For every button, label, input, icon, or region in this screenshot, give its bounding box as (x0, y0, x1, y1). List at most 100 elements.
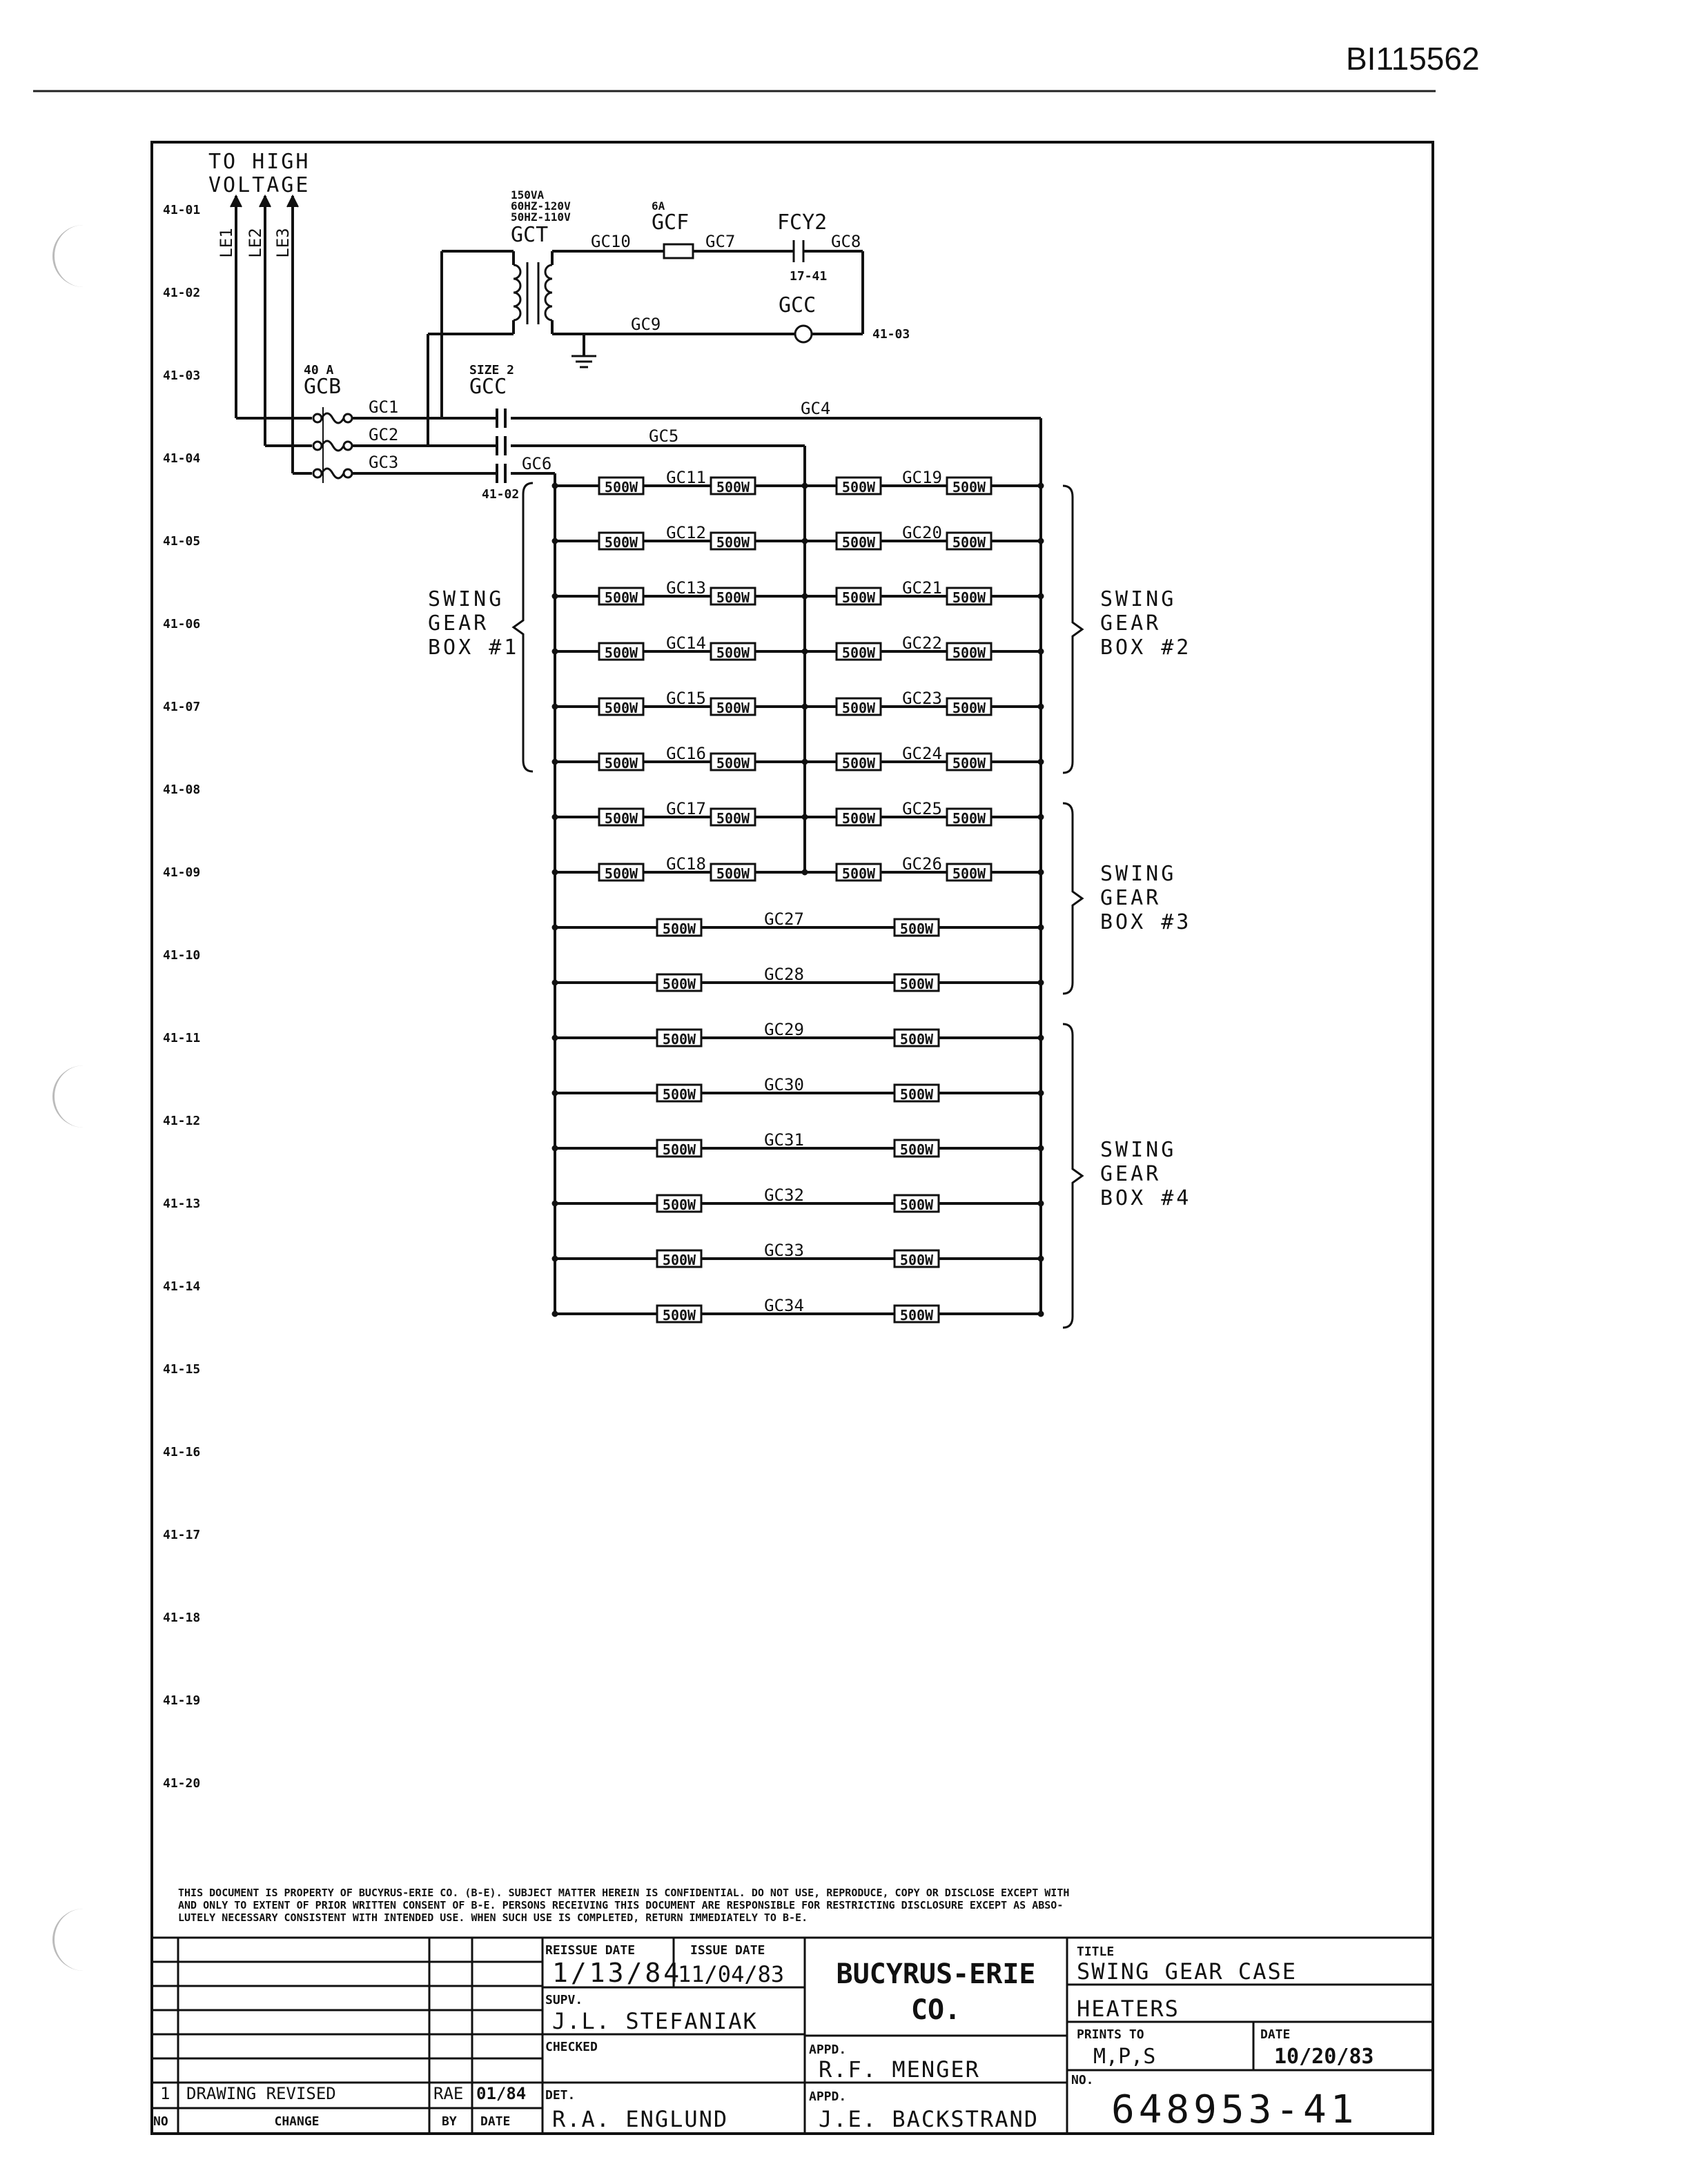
heater-rating: 500W (952, 865, 986, 882)
wire-label: GC6 (522, 454, 551, 473)
prints-to-label: PRINTS TO (1077, 2027, 1144, 2042)
junction-dot (551, 758, 558, 765)
reissue-date: 1/13/84 (552, 1958, 682, 1988)
to-high-voltage-label: TO HIGH (208, 150, 310, 174)
heater-circuit-label: GC25 (902, 799, 942, 818)
heater-resistor (835, 587, 882, 606)
junction-dot (551, 979, 558, 986)
breaker-contact (342, 440, 353, 451)
heater-rating: 500W (900, 1086, 934, 1103)
heater-circuit-label: GC21 (902, 578, 942, 598)
heater-rating: 500W (900, 1141, 934, 1158)
transformer-primary-winding (513, 291, 522, 308)
swing-gear-box-label: SWING (428, 587, 504, 611)
heater-rating: 500W (663, 1307, 696, 1324)
junction-dot (551, 593, 558, 600)
heater-resistor (656, 1139, 703, 1158)
heater-rating: 500W (716, 534, 750, 551)
feed-line-label: LE1 (217, 228, 236, 257)
heater-resistor (835, 863, 882, 882)
swing-gear-box-label: SWING (1100, 862, 1176, 886)
wire-label: GC10 (591, 232, 631, 251)
heater-resistor (946, 863, 993, 882)
swing-gear-box-label: BOX #2 (1100, 636, 1191, 660)
transformer-primary-winding (513, 305, 522, 322)
heater-rating: 500W (842, 534, 876, 551)
transformer-rating: 150VA (511, 188, 545, 201)
contact-ref: 17-41 (790, 269, 827, 284)
heater-rating: 500W (900, 1307, 934, 1324)
swing-gear-box-label: SWING (1100, 1138, 1176, 1162)
junction-dot (801, 648, 808, 655)
title-label: TITLE (1077, 1945, 1114, 1959)
breaker-trip-element (320, 467, 345, 480)
heater-rating: 500W (952, 810, 986, 827)
heater-rating: 500W (663, 1197, 696, 1213)
heater-resistor (598, 752, 645, 771)
heater-rating: 500W (716, 810, 750, 827)
drawing-number: 648953-41 (1111, 2087, 1358, 2132)
contactor-size: SIZE 2 (469, 363, 514, 377)
junction-dot (801, 758, 808, 765)
transformer-rating: 60HZ-120V (511, 199, 571, 213)
heater-resistor (710, 697, 756, 716)
heater-resistor (598, 807, 645, 827)
transformer-secondary-winding (544, 291, 553, 308)
heater-rating: 500W (605, 534, 638, 551)
heater-rating: 500W (900, 921, 934, 937)
drawing-date: 10/20/83 (1274, 2045, 1374, 2069)
heater-rating: 500W (605, 645, 638, 661)
heater-resistor (598, 863, 645, 882)
row-ref-label: 41-15 (163, 1362, 200, 1377)
row-ref-label: 41-18 (163, 1611, 200, 1625)
heater-resistor (598, 531, 645, 551)
heater-circuit-label: GC13 (666, 578, 706, 598)
breaker-contact (312, 440, 323, 451)
swing-gear-box-label: GEAR (1100, 1162, 1161, 1186)
wire-label: GC8 (831, 232, 861, 251)
heater-resistor (835, 752, 882, 771)
heater-resistor (946, 531, 993, 551)
heater-circuit-label: GC19 (902, 468, 942, 487)
heater-resistor (835, 807, 882, 827)
heater-resistor (893, 918, 940, 937)
heater-rating: 500W (605, 755, 638, 771)
heater-circuit-label: GC18 (666, 854, 706, 874)
heater-resistor (710, 476, 756, 495)
heater-rating: 500W (716, 865, 750, 882)
row-ref-label: 41-08 (163, 783, 200, 797)
fuse (663, 243, 694, 259)
heater-circuit-label: GC31 (764, 1130, 804, 1150)
heater-circuit-label: GC27 (764, 909, 804, 929)
arrow-head (286, 194, 299, 208)
heater-rating: 500W (842, 479, 876, 495)
heater-resistor (946, 642, 993, 661)
drawing-title: SWING GEAR CASE (1077, 1958, 1297, 1985)
junction-dot (551, 648, 558, 655)
bracket-box-1-left (511, 482, 534, 773)
heater-circuit-label: GC30 (764, 1075, 804, 1094)
heater-resistor (835, 476, 882, 495)
junction-dot (1037, 648, 1044, 655)
breaker-contact (342, 413, 353, 424)
heater-rating: 500W (900, 976, 934, 992)
transformer-label: GCT (511, 223, 548, 247)
heater-resistor (893, 1249, 940, 1268)
heater-rating: 500W (716, 479, 750, 495)
heater-resistor (656, 1304, 703, 1324)
prints-to: M,P,S (1093, 2045, 1155, 2069)
heater-resistor (835, 697, 882, 716)
row-ref-label: 41-19 (163, 1693, 200, 1708)
heater-rating: 500W (663, 976, 696, 992)
confidentiality-notice: AND ONLY TO EXTENT OF PRIOR WRITTEN CONS… (178, 1899, 1063, 1911)
heater-rating: 500W (605, 479, 638, 495)
heater-rating: 500W (605, 589, 638, 606)
heater-rating: 500W (952, 534, 986, 551)
breaker-contact (312, 468, 323, 479)
swing-gear-box-label: BOX #4 (1100, 1186, 1191, 1210)
junction-dot (551, 1255, 558, 1262)
heater-rating: 500W (716, 700, 750, 716)
heater-rating: 500W (900, 1252, 934, 1268)
junction-dot (1037, 593, 1044, 600)
